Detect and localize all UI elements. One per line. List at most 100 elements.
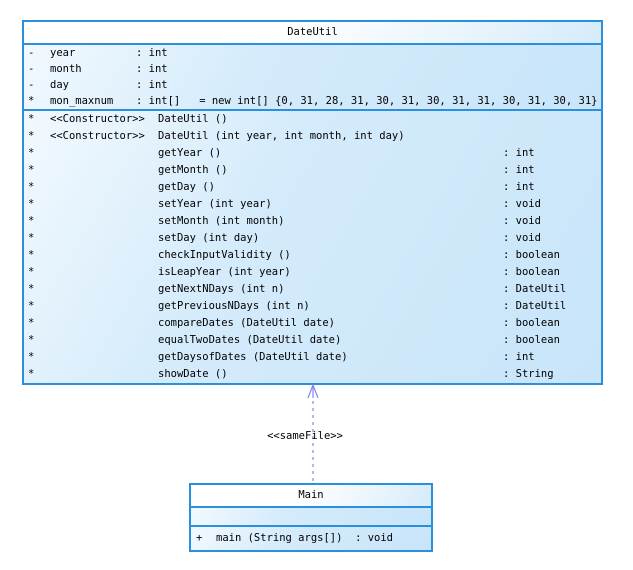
method-signature: compareDates (DateUtil date) (158, 317, 336, 329)
method-stereotype (50, 315, 158, 332)
method-signature: DateUtil () (158, 113, 228, 125)
method-stereotype: <<Constructor>> (50, 113, 145, 125)
visibility-marker: * (28, 368, 35, 380)
method-row: * isLeapYear (int year) : boolean (24, 264, 601, 281)
visibility-marker: * (28, 334, 35, 346)
method-row: * getDaysofDates (DateUtil date) : int (24, 349, 601, 366)
method-return-type: : boolean (503, 266, 560, 278)
visibility-marker: - (28, 47, 35, 59)
method-signature: equalTwoDates (DateUtil date) (158, 334, 342, 346)
visibility-marker: * (28, 351, 35, 363)
visibility-marker: - (28, 79, 35, 91)
method-stereotype (50, 281, 158, 298)
class-main-methods-compartment: + main (String args[]) : void (190, 526, 432, 551)
visibility-marker: * (28, 283, 35, 295)
class-node-main[interactable]: Main + main (String args[]) : void (189, 483, 433, 552)
method-return-type: : void (503, 232, 541, 244)
method-signature: setDay (int day) (158, 232, 260, 244)
method-return-type: : int (503, 147, 535, 159)
attribute-type: : int[] = new int[] {0, 31, 28, 31, 30, … (136, 95, 598, 107)
attribute-row: - day : int (24, 77, 601, 93)
method-signature: getMonth () (158, 164, 228, 176)
attribute-type: : int (136, 47, 168, 59)
visibility-marker: * (28, 300, 35, 312)
visibility-marker: * (28, 266, 35, 278)
method-signature: main (String args[]) : void (216, 532, 394, 544)
visibility-marker: * (28, 113, 35, 125)
method-return-type: : int (503, 181, 535, 193)
method-return-type: : boolean (503, 334, 560, 346)
attribute-type: : int (136, 63, 168, 75)
visibility-marker: * (28, 130, 35, 142)
method-row: *getMonth (): int (24, 162, 601, 179)
method-row: * <<Constructor>> DateUtil (int year, int … (24, 128, 601, 145)
method-return-type: : int (503, 351, 535, 363)
method-row: + main (String args[]) : void (191, 527, 431, 550)
method-stereotype (50, 298, 158, 315)
method-signature: showDate () (158, 368, 228, 380)
class-dateutil-title: DateUtil (23, 21, 602, 44)
method-stereotype (50, 264, 158, 281)
method-signature: setMonth (int month) (158, 215, 285, 227)
relation-stereotype-label: <<sameFile>> (267, 430, 343, 442)
method-row: * equalTwoDates (DateUtil date) : boolean (24, 332, 601, 349)
open-arrowhead-icon (307, 384, 319, 399)
method-return-type: : void (503, 198, 541, 210)
method-return-type: : DateUtil (503, 300, 567, 312)
method-row: * showDate () : String (24, 366, 601, 383)
method-return-type: : int (503, 164, 535, 176)
visibility-marker: * (28, 147, 35, 159)
method-return-type: : boolean (503, 249, 560, 261)
method-stereotype (50, 247, 158, 264)
method-row: *setMonth (int month): void (24, 213, 601, 230)
attribute-name: day (50, 79, 69, 91)
method-row: *getPreviousNDays (int n): DateUtil (24, 298, 601, 315)
method-return-type: : void (503, 215, 541, 227)
visibility-marker: + (196, 532, 203, 544)
method-row: * <<Constructor>> DateUtil () (24, 111, 601, 128)
method-signature: isLeapYear (int year) (158, 266, 291, 278)
method-signature: getDay () (158, 181, 215, 193)
method-return-type (503, 128, 601, 145)
method-stereotype (50, 162, 158, 179)
method-stereotype (50, 332, 158, 349)
visibility-marker: * (28, 181, 35, 193)
attribute-row: - year : int (24, 45, 601, 61)
visibility-marker: * (28, 198, 35, 210)
class-node-dateutil[interactable]: DateUtil -year: int-month: int-day: int*… (22, 20, 603, 385)
method-stereotype (50, 349, 158, 366)
visibility-marker: * (28, 317, 35, 329)
method-row: * setDay (int day) : void (24, 230, 601, 247)
method-signature: DateUtil (int year, int month, int day) (158, 130, 405, 142)
method-return-type: : boolean (503, 317, 560, 329)
method-stereotype (50, 213, 158, 230)
method-return-type: : DateUtil (503, 283, 567, 295)
method-signature: getDaysofDates (DateUtil date) (158, 351, 348, 363)
method-signature: checkInputValidity () (158, 249, 291, 261)
method-row: * getYear () : int (24, 145, 601, 162)
class-dateutil-attributes-compartment: - year : int - month : int - day : int *mon_maxnu… (23, 44, 602, 110)
samefile-relation-arrow[interactable] (303, 384, 324, 484)
class-main-title: Main (190, 484, 432, 507)
method-stereotype: <<Constructor>> (50, 130, 145, 142)
method-stereotype (50, 145, 158, 162)
visibility-marker: * (28, 249, 35, 261)
method-stereotype (50, 179, 158, 196)
class-dateutil-methods-compartment: * <<Constructor>> DateUtil () * <<Constructo… (23, 110, 602, 384)
attribute-name: year (50, 47, 76, 59)
attribute-type: : int (136, 79, 168, 91)
visibility-marker: - (28, 63, 35, 75)
method-return-type: : String (503, 368, 554, 380)
method-return-type (503, 111, 601, 128)
method-stereotype (50, 366, 158, 383)
visibility-marker: * (28, 232, 35, 244)
class-main-attributes-compartment (190, 507, 432, 526)
method-signature: getYear () (158, 147, 222, 159)
attribute-name: month (50, 63, 82, 75)
method-signature: getNextNDays (int n) (158, 283, 285, 295)
attribute-name: mon_maxnum (50, 95, 114, 107)
method-stereotype (50, 196, 158, 213)
attribute-row: *mon_maxnum: int[] = new int[] {0, 31, 2… (24, 93, 601, 109)
attribute-row: - month : int (24, 61, 601, 77)
